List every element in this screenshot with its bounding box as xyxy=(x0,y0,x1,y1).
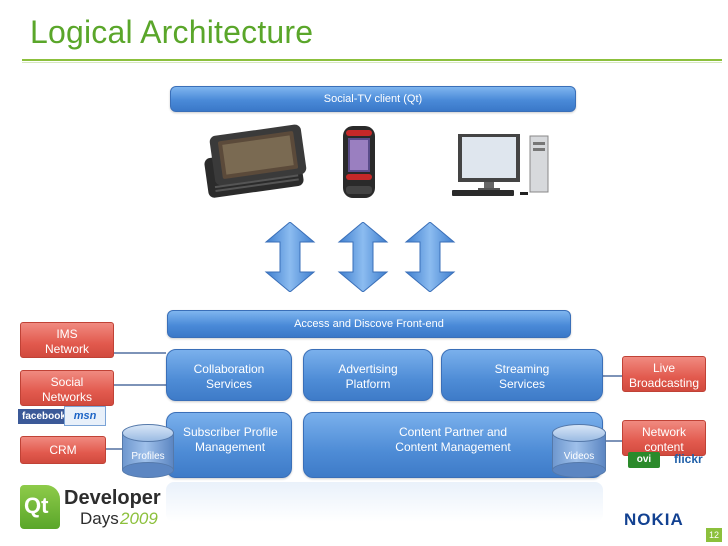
qt-logo-icon: Qt xyxy=(20,485,60,529)
client-bar: Social-TV client (Qt) xyxy=(170,86,576,112)
client-bar-label: Social-TV client (Qt) xyxy=(323,93,423,105)
subscriber-line1: Subscriber Profile xyxy=(183,425,278,439)
social-networks-box: Social Networks xyxy=(20,370,114,406)
qt-developer-text: Developer xyxy=(64,487,161,509)
bidirectional-arrow-icon xyxy=(337,222,389,292)
profiles-database-icon: Profiles xyxy=(122,424,174,478)
connector-network-content xyxy=(603,440,623,442)
bidirectional-arrow-icon xyxy=(404,222,456,292)
ovi-logo: ovi xyxy=(628,452,660,468)
connector-social xyxy=(114,384,166,386)
streaming-services-box: Streaming Services xyxy=(441,349,603,401)
connector-crm xyxy=(104,448,122,450)
frontend-bar-label: Access and Discove Front-end xyxy=(294,318,444,330)
profiles-label: Profiles xyxy=(131,451,165,462)
advertising-line2: Platform xyxy=(345,377,391,391)
qt-developer-days-logo: Qt Developer Days 2009 xyxy=(20,485,170,535)
videos-label: Videos xyxy=(563,451,595,462)
streaming-line1: Streaming xyxy=(494,362,550,376)
live-line2: Broadcasting xyxy=(628,376,700,390)
frontend-bar: Access and Discove Front-end xyxy=(167,310,571,338)
slider-phone-icon xyxy=(204,124,307,198)
ims-line2: Network xyxy=(44,342,89,356)
facebook-logo: facebook xyxy=(18,409,70,424)
crm-box: CRM xyxy=(20,436,106,464)
collaboration-services-box: Collaboration Services xyxy=(166,349,292,401)
network-content-line1: Network xyxy=(641,425,686,439)
qt-days-text: Days xyxy=(80,509,119,528)
live-broadcasting-box: Live Broadcasting xyxy=(622,356,706,392)
title-divider xyxy=(22,59,722,61)
connector-ims xyxy=(114,352,166,354)
streaming-line2: Services xyxy=(498,377,545,391)
ims-line1: IMS xyxy=(56,327,78,341)
title-divider-light xyxy=(22,62,722,63)
subscriber-line2: Management xyxy=(195,440,266,454)
bidirectional-arrow-icon xyxy=(264,222,316,292)
collaboration-line1: Collaboration xyxy=(193,362,265,376)
reflection-effect xyxy=(166,482,603,522)
qt-year-text: 2009 xyxy=(120,509,158,528)
desktop-computer-icon xyxy=(452,134,549,196)
crm-label: CRM xyxy=(49,443,77,457)
connector-live xyxy=(603,375,623,377)
device-images xyxy=(204,124,549,198)
social-line1: Social xyxy=(50,375,84,389)
content-partner-line2: Content Management xyxy=(395,440,511,454)
content-partner-line1: Content Partner and xyxy=(398,425,508,439)
network-content-box: Network content xyxy=(622,420,706,456)
videos-database-icon: Videos xyxy=(552,424,606,478)
collaboration-line2: Services xyxy=(205,377,252,391)
advertising-line1: Advertising xyxy=(338,362,398,376)
social-line2: Networks xyxy=(41,390,92,404)
msn-logo: msn xyxy=(64,406,106,426)
live-line1: Live xyxy=(652,361,675,375)
slide-title: Logical Architecture xyxy=(30,14,314,50)
flickr-logo: flickr xyxy=(674,452,703,466)
network-content-line2: content xyxy=(644,440,684,454)
mobile-phone-icon xyxy=(343,126,375,198)
ims-network-box: IMS Network xyxy=(20,322,114,358)
nokia-logo: NOKIA xyxy=(624,510,684,529)
advertising-platform-box: Advertising Platform xyxy=(303,349,433,401)
subscriber-profile-box: Subscriber Profile Management xyxy=(166,412,292,478)
page-number: 12 xyxy=(706,528,722,542)
